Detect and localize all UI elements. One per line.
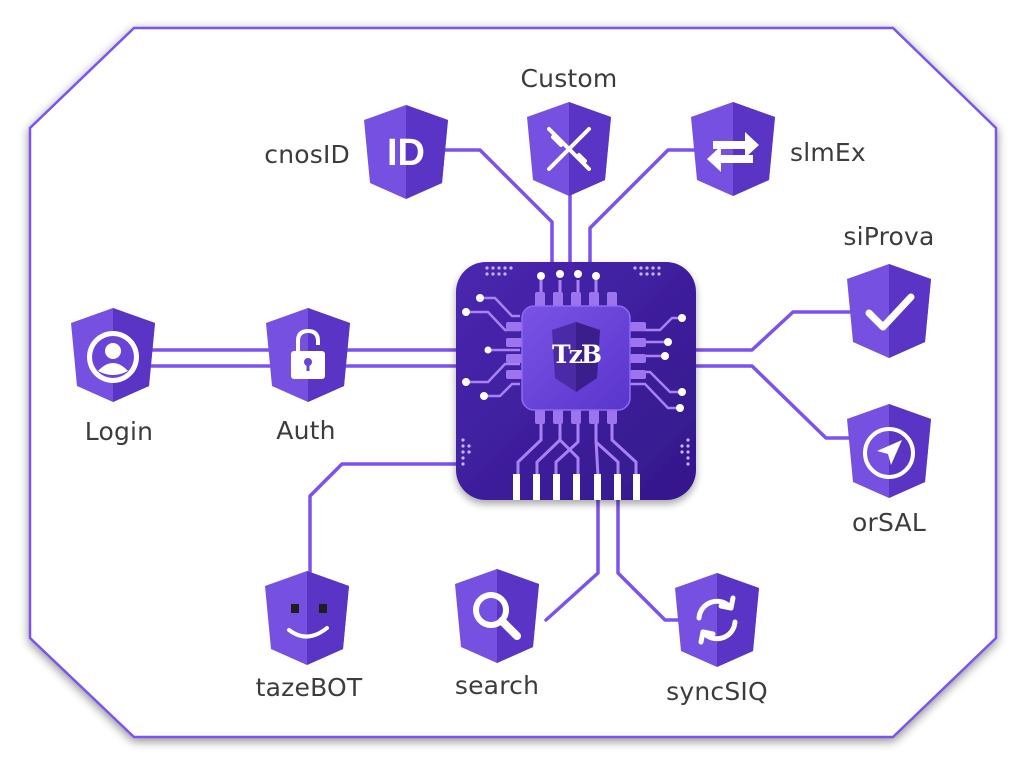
svg-text:ID: ID bbox=[387, 132, 425, 174]
chip-logo-shield bbox=[552, 322, 600, 392]
module-shield-auth[interactable] bbox=[266, 308, 350, 402]
label-tazebot: tazeBOT bbox=[255, 673, 363, 702]
magnifier-icon bbox=[473, 592, 521, 640]
module-shield-custom[interactable] bbox=[527, 102, 611, 196]
module-shield-login[interactable] bbox=[71, 308, 155, 402]
robot-face-icon bbox=[287, 604, 329, 639]
label-cnosid: cnosID bbox=[264, 140, 350, 169]
module-shield-syncsiq[interactable] bbox=[675, 573, 759, 667]
label-siprova: siProva bbox=[843, 222, 935, 251]
connection-wires bbox=[148, 148, 853, 622]
id-badge-icon: ID bbox=[387, 132, 425, 174]
module-shield-orsal[interactable] bbox=[847, 404, 931, 498]
compass-icon bbox=[863, 427, 915, 479]
padlock-icon bbox=[291, 328, 325, 379]
chip-details bbox=[461, 266, 690, 500]
label-slmex: slmEx bbox=[790, 138, 866, 167]
label-orsal: orSAL bbox=[852, 508, 926, 537]
module-shield-siprova[interactable] bbox=[847, 264, 931, 358]
module-shield-tazebot[interactable] bbox=[265, 571, 349, 665]
module-shield-cnosid[interactable]: ID bbox=[364, 105, 448, 199]
label-login: Login bbox=[84, 417, 154, 446]
module-shield-search[interactable] bbox=[455, 569, 539, 663]
label-search: search bbox=[454, 671, 540, 700]
label-auth: Auth bbox=[276, 416, 336, 445]
chip-logo: TzB bbox=[552, 340, 602, 369]
user-icon bbox=[87, 331, 139, 383]
sync-icon bbox=[696, 595, 738, 645]
checkmark-icon bbox=[865, 293, 915, 331]
label-custom: Custom bbox=[520, 64, 618, 93]
module-shield-slmex[interactable] bbox=[691, 102, 775, 196]
label-syncsiq: syncSIQ bbox=[666, 677, 768, 706]
ruler-pencil-icon bbox=[547, 127, 591, 171]
swap-arrows-icon bbox=[707, 132, 759, 172]
